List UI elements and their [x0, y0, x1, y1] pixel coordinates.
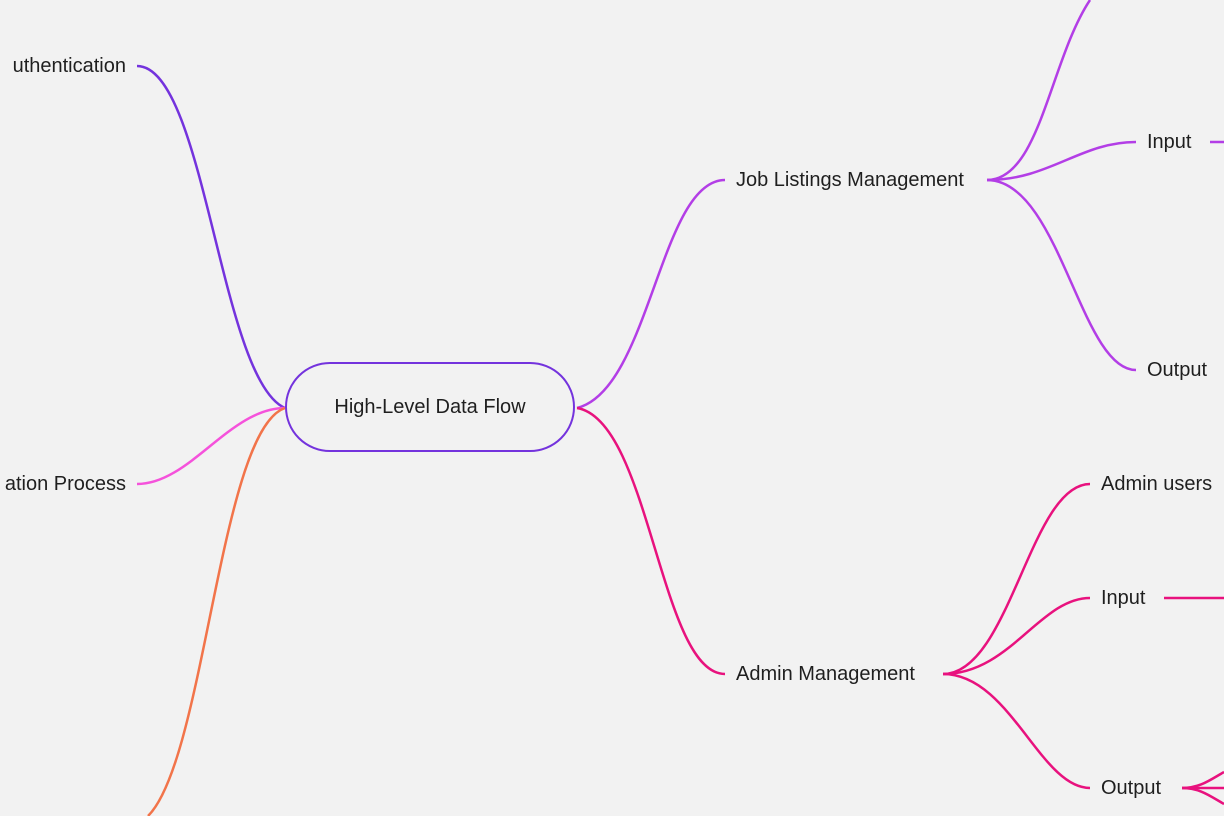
connector-admin-input — [942, 596, 1091, 676]
root-node[interactable]: High-Level Data Flow — [285, 362, 575, 452]
connector-job-listings-input — [986, 140, 1137, 182]
connector-admin-output — [942, 672, 1091, 790]
connector-admin-users — [942, 482, 1091, 676]
node-job-listings-management[interactable]: Job Listings Management — [736, 169, 964, 191]
connector-root-job-listings — [576, 178, 726, 410]
node-admin-output[interactable]: Output — [1101, 777, 1162, 799]
connector-root-bottom-branch — [147, 406, 286, 816]
node-job-listings-output[interactable]: Output — [1147, 359, 1208, 381]
connector-job-listings-output — [986, 178, 1137, 372]
node-admin-users[interactable]: Admin users — [1101, 473, 1213, 495]
connector-root-admin-management — [576, 406, 726, 676]
connector-job-listings-top — [986, 0, 1092, 182]
connector-admin-output-fan-3 — [1181, 786, 1224, 806]
node-job-listings-input[interactable]: Input — [1147, 131, 1192, 153]
node-authentication[interactable]: uthentication — [12, 55, 126, 77]
connector-root-authentication — [136, 64, 286, 410]
node-application-process[interactable]: ation Process — [4, 473, 126, 495]
connector-root-application-process — [136, 406, 286, 486]
node-admin-input[interactable]: Input — [1101, 587, 1146, 609]
node-admin-management[interactable]: Admin Management — [736, 663, 915, 685]
connector-admin-output-fan-1 — [1181, 770, 1224, 790]
root-node-label: High-Level Data Flow — [334, 395, 526, 418]
